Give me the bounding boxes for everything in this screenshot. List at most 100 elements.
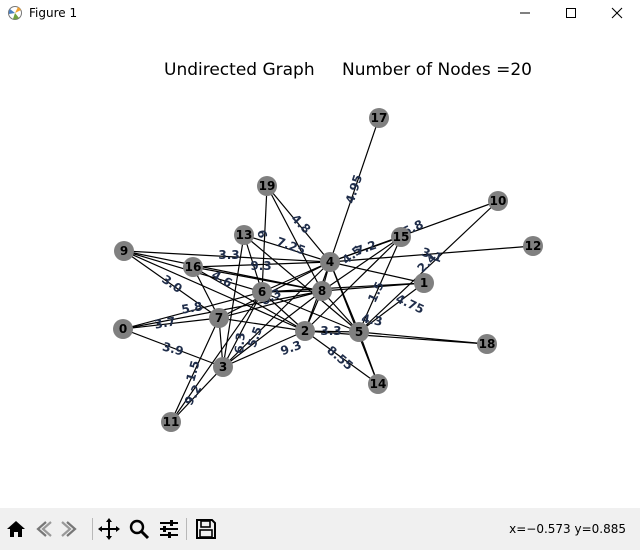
graph-edge: [192, 266, 306, 332]
node-label: 10: [490, 194, 507, 208]
graph-edge: [123, 250, 306, 332]
toolbar-divider: [186, 518, 187, 540]
graph-edge: [261, 282, 425, 293]
graph-edge: [218, 290, 323, 319]
graph-edge: [222, 261, 331, 368]
node-label: 16: [185, 260, 202, 274]
edge-weight-label: 4.75: [394, 291, 427, 316]
graph-node: [183, 257, 203, 277]
node-label: 0: [119, 322, 127, 336]
node-label: 1: [420, 276, 428, 290]
window-titlebar: Figure 1: [0, 0, 640, 26]
edge-weight-label: 1.5: [183, 359, 202, 383]
graph-edge: [304, 236, 402, 332]
graph-edge: [321, 236, 402, 292]
graph-edge: [218, 317, 306, 332]
graph-edge: [358, 282, 425, 333]
graph-node: [414, 273, 434, 293]
close-button[interactable]: [594, 0, 640, 26]
graph-edge: [192, 261, 331, 268]
graph-edge: [243, 234, 331, 263]
graph-edge: [222, 291, 263, 368]
edge-weight-label: 9.2: [182, 382, 205, 407]
graph-edge: [222, 234, 245, 368]
graph-edge: [266, 185, 323, 292]
graph-node: [349, 322, 369, 342]
node-label: 11: [163, 415, 180, 429]
minimize-button[interactable]: [502, 0, 548, 26]
node-label: 2: [301, 324, 309, 338]
graph-node: [113, 319, 133, 339]
graph-node: [295, 321, 315, 341]
graph-edge: [222, 290, 323, 368]
node-label: 15: [393, 230, 410, 244]
graph-edge: [192, 266, 323, 292]
edge-weight-label: 9.3: [250, 259, 271, 273]
graph-node: [114, 241, 134, 261]
save-button[interactable]: [193, 516, 219, 542]
graph-node: [391, 227, 411, 247]
graph-node: [369, 108, 389, 128]
maximize-icon: [566, 8, 576, 18]
graph-edge: [266, 185, 331, 263]
edges-layer: [122, 117, 534, 423]
zoom-button[interactable]: [126, 516, 152, 542]
graph-edge: [304, 330, 488, 345]
graph-edge: [170, 317, 220, 423]
graph-node: [257, 176, 277, 196]
graph-edge: [218, 261, 331, 319]
back-icon: [36, 521, 52, 537]
configure-subplots-button[interactable]: [156, 516, 182, 542]
graph-node: [312, 281, 332, 301]
edge-weight-label: 1.5: [365, 279, 387, 304]
graph-node: [213, 357, 233, 377]
cursor-coordinates: x=−0.573 y=0.885: [509, 522, 626, 536]
plot-title-left: Undirected Graph: [164, 60, 315, 80]
home-button[interactable]: [3, 516, 29, 542]
graph-edge: [222, 330, 306, 368]
edge-weight-label: 3.3: [218, 248, 239, 262]
home-icon: [7, 521, 25, 537]
node-label: 6: [258, 285, 266, 299]
back-button[interactable]: [30, 516, 56, 542]
graph-edge: [329, 236, 402, 263]
graph-edge: [122, 291, 263, 330]
figure-canvas[interactable]: Undirected Graph Number of Nodes =20 4.9…: [0, 26, 640, 508]
graph-edge: [358, 236, 402, 333]
forward-button[interactable]: [57, 516, 83, 542]
graph-node: [523, 236, 543, 256]
node-label: 3: [219, 360, 227, 374]
forward-icon: [61, 521, 77, 537]
graph-edge: [321, 282, 425, 292]
pan-button[interactable]: [96, 516, 122, 542]
graph-node: [209, 308, 229, 328]
graph-edge: [358, 200, 499, 333]
graph-edge: [122, 317, 220, 330]
graph-edge: [123, 250, 220, 319]
graph-node: [488, 191, 508, 211]
edge-weight-label: 4.95: [343, 173, 365, 205]
edge-weight-label: 3.9: [161, 339, 185, 358]
graph-edge: [123, 250, 331, 263]
edge-weight-label: 9.3: [279, 338, 304, 358]
node-label: 19: [259, 179, 276, 193]
matplotlib-logo-icon: [8, 6, 22, 20]
graph-node: [477, 334, 497, 354]
graph-node: [161, 412, 181, 432]
graph-edge: [261, 185, 268, 293]
edge-weight-label: 6: [254, 229, 269, 240]
edge-weight-label: 3.7: [153, 314, 176, 331]
graph-node: [320, 252, 340, 272]
graph-edge: [304, 330, 379, 385]
node-label: 14: [370, 377, 387, 391]
maximize-button[interactable]: [548, 0, 594, 26]
edge-weight-label: 3.3: [320, 324, 341, 338]
graph-edge: [261, 261, 331, 293]
save-icon: [196, 519, 216, 539]
graph-node: [252, 282, 272, 302]
node-label: 5: [355, 325, 363, 339]
edge-weight-label: 8.55: [324, 343, 356, 373]
graph-edge: [329, 245, 534, 263]
